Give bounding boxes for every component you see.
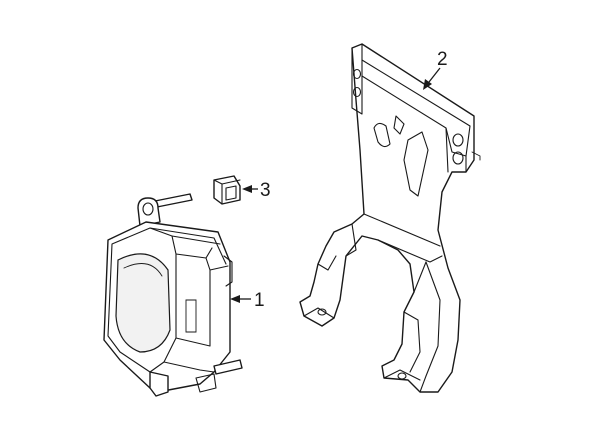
- callout-number-3: 3: [260, 180, 271, 201]
- clip-nut-part: [213, 175, 241, 205]
- leader-line-2: [428, 67, 441, 83]
- arrowhead-1: [230, 295, 240, 303]
- sensor-part: [103, 193, 243, 397]
- bracket-part: [299, 43, 481, 393]
- callout-1: 1: [230, 290, 265, 311]
- callout-number-2: 2: [437, 49, 448, 70]
- callout-3: 3: [242, 180, 271, 201]
- callout-number-1: 1: [254, 290, 265, 311]
- arrowhead-3: [242, 185, 252, 193]
- callout-2: 2: [423, 49, 448, 90]
- arrowhead-2: [423, 79, 432, 90]
